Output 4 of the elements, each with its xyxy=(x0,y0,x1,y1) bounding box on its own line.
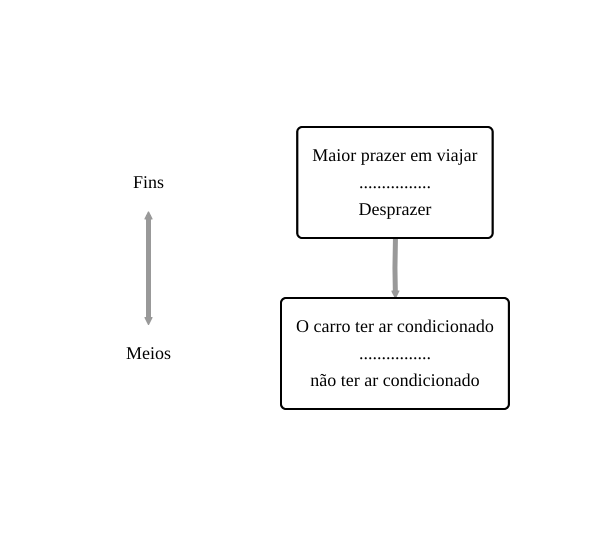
node-text: Meios xyxy=(126,342,171,362)
arrow xyxy=(144,210,152,325)
arrow xyxy=(390,238,400,298)
node-text: Fins xyxy=(132,172,164,192)
